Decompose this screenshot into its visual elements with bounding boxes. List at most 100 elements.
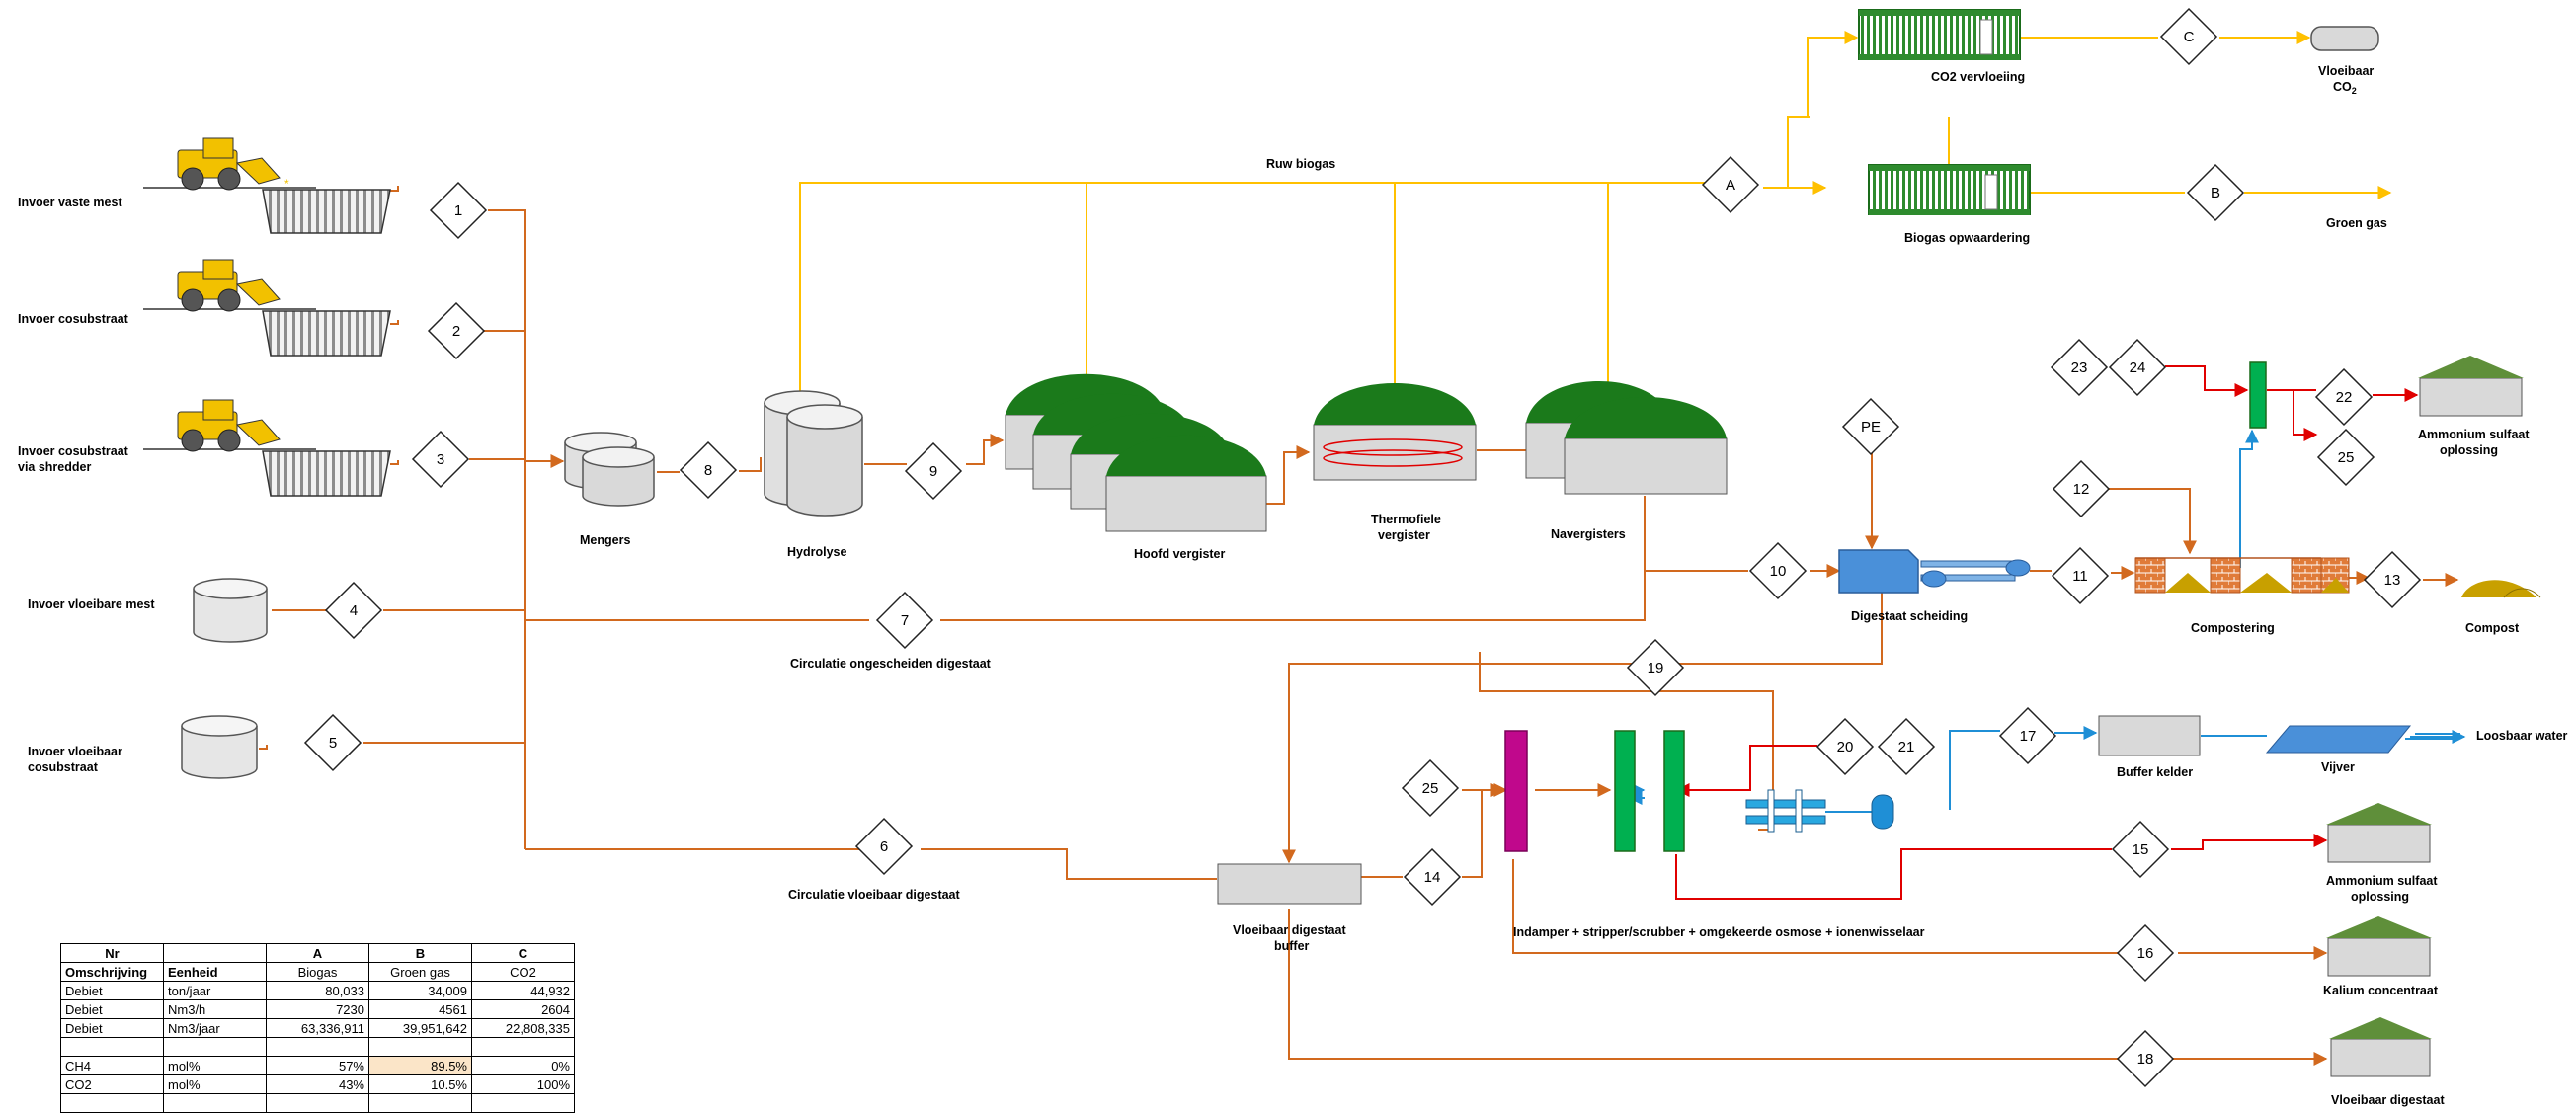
stream-node-label: 24 bbox=[2130, 359, 2146, 376]
label-vloeibaar-co2-1: Vloeibaar bbox=[2318, 64, 2374, 78]
digestaat-scheider bbox=[1838, 549, 2031, 594]
label-ruw-biogas: Ruw biogas bbox=[1266, 157, 1335, 171]
label-ammonium-bottom-1: Ammonium sulfaat bbox=[2326, 874, 2438, 888]
table-cell: Debiet bbox=[60, 981, 164, 1000]
table-row bbox=[60, 1037, 575, 1057]
stream-node-label: 3 bbox=[437, 451, 444, 468]
stream-node-label: 22 bbox=[2336, 389, 2353, 406]
diamond-shape bbox=[2051, 546, 2110, 605]
diamond-shape bbox=[1403, 847, 1462, 907]
stream-node-label: 23 bbox=[2071, 359, 2088, 376]
label-thermofiele-1: Thermofiele bbox=[1371, 513, 1441, 526]
buffer-kelder bbox=[2098, 715, 2201, 756]
label-invoer-cosubstraat-shredder-2: via shredder bbox=[18, 460, 91, 474]
stream-node-21: 21 bbox=[1877, 717, 1936, 776]
stream-node-4: 4 bbox=[324, 581, 383, 640]
diamond-shape bbox=[1841, 397, 1900, 456]
diamond-shape bbox=[2052, 459, 2111, 518]
label-buffer-1: Vloeibaar digestaat bbox=[1233, 923, 1346, 937]
table-cell: 7230 bbox=[266, 999, 369, 1019]
stream-node-2: 2 bbox=[427, 301, 486, 360]
table-cell bbox=[266, 1037, 369, 1057]
table-cell: Nr bbox=[60, 943, 164, 963]
diamond-shape bbox=[2159, 7, 2218, 66]
label-hydrolyse: Hydrolyse bbox=[787, 545, 846, 559]
hydrolyse bbox=[764, 390, 863, 517]
table-cell: Debiet bbox=[60, 999, 164, 1019]
label-invoer-vloeibaar-cosubstraat-1: Invoer vloeibaar bbox=[28, 745, 122, 758]
navergisters bbox=[1525, 381, 1728, 495]
stream-node-15: 15 bbox=[2111, 820, 2170, 879]
stream-node-a: A bbox=[1701, 155, 1760, 214]
diamond-shape bbox=[1701, 155, 1760, 214]
stream-node-label: PE bbox=[1861, 419, 1881, 436]
stream-node-label: 19 bbox=[1648, 660, 1664, 676]
table-cell: 100% bbox=[471, 1074, 575, 1094]
mengers bbox=[564, 432, 655, 507]
stream-node-label: 1 bbox=[454, 202, 462, 219]
diamond-shape bbox=[2108, 338, 2167, 397]
table-cell: mol% bbox=[163, 1074, 267, 1094]
table-cell: 0% bbox=[471, 1056, 575, 1075]
stream-node-label: 12 bbox=[2073, 481, 2090, 498]
stream-node-label: 5 bbox=[329, 735, 337, 752]
stream-node-13: 13 bbox=[2363, 550, 2422, 609]
stream-node-label: 13 bbox=[2384, 572, 2401, 589]
table-cell: 57% bbox=[266, 1056, 369, 1075]
stream-node-9: 9 bbox=[904, 441, 963, 501]
water-lines bbox=[1628, 429, 2466, 810]
stream-node-5: 5 bbox=[303, 713, 362, 772]
diamond-shape bbox=[1877, 717, 1936, 776]
table-cell: Nm3/jaar bbox=[163, 1018, 267, 1038]
stream-node-label: 9 bbox=[929, 463, 937, 480]
label-circulatie-vloeibaar: Circulatie vloeibaar digestaat bbox=[788, 888, 961, 902]
stream-node-c: C bbox=[2159, 7, 2218, 66]
digestate-lines bbox=[259, 186, 2459, 1066]
stream-node-label: 10 bbox=[1770, 563, 1787, 580]
biogas-lines bbox=[799, 31, 2392, 393]
label-ammonium-top-1: Ammonium sulfaat bbox=[2418, 428, 2530, 441]
stream-node-3: 3 bbox=[411, 430, 470, 489]
label-circulatie-ongescheiden: Circulatie ongescheiden digestaat bbox=[790, 657, 992, 671]
label-compost: Compost bbox=[2465, 621, 2520, 635]
stream-node-label: 20 bbox=[1837, 739, 1854, 755]
stripper-column-1 bbox=[1614, 730, 1636, 852]
hopper-cosubstraat bbox=[143, 308, 391, 357]
table-cell: B bbox=[368, 943, 472, 963]
stream-node-17: 17 bbox=[1998, 706, 2057, 765]
vijver bbox=[2265, 725, 2412, 754]
label-hoofd-vergister: Hoofd vergister bbox=[1134, 547, 1226, 561]
label-invoer-vloeibare-mest: Invoer vloeibare mest bbox=[28, 597, 155, 611]
table-cell: C bbox=[471, 943, 575, 963]
table-cell: 44,932 bbox=[471, 981, 575, 1000]
diamond-shape bbox=[429, 181, 488, 240]
label-groen-gas: Groen gas bbox=[2326, 216, 2387, 230]
label-thermofiele-2: vergister bbox=[1378, 528, 1430, 542]
storage-ammonium-bottom bbox=[2326, 803, 2432, 863]
osmose-unit bbox=[1745, 789, 1872, 833]
stream-node-label: 2 bbox=[452, 323, 460, 340]
stream-node-pe: PE bbox=[1841, 397, 1900, 456]
hoofd-vergister bbox=[1005, 373, 1267, 532]
co2-tank bbox=[2310, 26, 2379, 51]
biogas-opwaardering-unit bbox=[1868, 164, 2031, 215]
table-cell: 63,336,911 bbox=[266, 1018, 369, 1038]
label-invoer-cosubstraat-shredder-1: Invoer cosubstraat bbox=[18, 444, 129, 458]
label-biogas-opwaardering: Biogas opwaardering bbox=[1904, 231, 2030, 245]
table-cell: 22,808,335 bbox=[471, 1018, 575, 1038]
indamper-unit bbox=[1504, 730, 1528, 852]
table-cell: Debiet bbox=[60, 1018, 164, 1038]
diamond-shape bbox=[679, 440, 738, 500]
stream-node-label: 17 bbox=[2020, 728, 2037, 745]
co2-vervloeiing-unit bbox=[1858, 9, 2021, 60]
label-ammonium-bottom-2: oplossing bbox=[2351, 890, 2409, 904]
diamond-shape bbox=[2363, 550, 2422, 609]
diamond-shape bbox=[411, 430, 470, 489]
stream-node-label: C bbox=[2184, 29, 2195, 45]
table-cell bbox=[368, 1037, 472, 1057]
